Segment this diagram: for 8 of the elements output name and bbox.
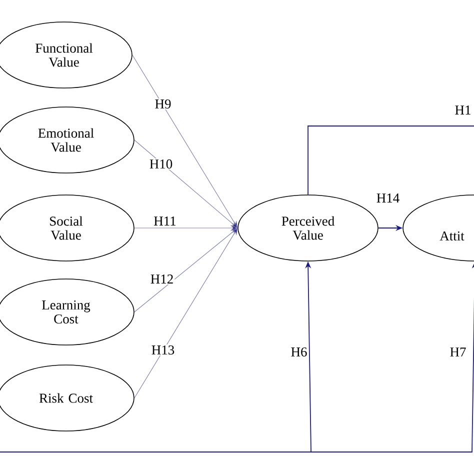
- edge-label: H9: [154, 98, 172, 110]
- edge-label: H6: [290, 346, 308, 358]
- edge-label: H11: [152, 216, 178, 226]
- edge-label: H10: [148, 158, 174, 170]
- edge-label: H7: [448, 346, 468, 358]
- edge-label: H1: [454, 104, 472, 116]
- edge-label: H13: [150, 344, 176, 356]
- edge-label: H12: [149, 274, 175, 284]
